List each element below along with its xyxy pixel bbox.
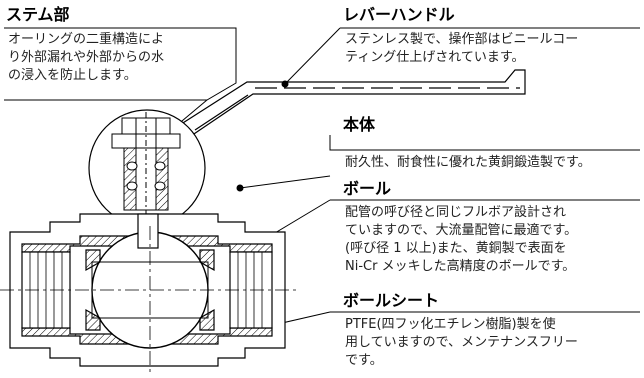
stem-line-3: の浸入を防止します。 <box>8 68 137 83</box>
lever-leader-diag <box>284 27 341 85</box>
lever-handle <box>174 69 526 141</box>
seat-title: ボールシート <box>343 291 440 310</box>
ball-line-2: ていますので、大流量配管に最適です。 <box>345 223 578 238</box>
body-line-1: 耐久性、耐食性に優れた黄銅鍛造製です。 <box>345 155 591 170</box>
lever-description: ステンレス製で、操作部はビニールコー ティング仕上げされています。 <box>345 31 578 67</box>
body-title: 本体 <box>343 115 376 134</box>
ball-line-4: Ni-Cr メッキした高精度のボールです。 <box>345 259 576 274</box>
stem-line-1: オーリングの二重構造によ <box>8 32 165 47</box>
stem-detail-circle <box>88 109 206 227</box>
ball-line-3: (呼び径 1 以上)また、黄銅製で表面を <box>345 241 567 256</box>
stem-line-2: り外部漏れや外部からの水 <box>8 50 165 65</box>
stem-callout-box <box>4 27 237 101</box>
ball-line-1: 配管の呼び径と同じフルボア設計され <box>345 205 567 220</box>
seat-description: PTFE(四フッ化エチレン樹脂)製を使 用していますので、メンテナンスフリー で… <box>345 316 578 370</box>
body-leader <box>329 135 640 151</box>
seat-line-3: です。 <box>345 353 383 368</box>
stem-description: オーリングの二重構造によ り外部漏れや外部からの水 の浸入を防止します。 <box>8 31 164 85</box>
ball-description: 配管の呼び径と同じフルボア設計され ていますので、大流量配管に最適です。 (呼び… <box>345 204 577 276</box>
valve-body <box>0 213 300 375</box>
seat-line-1: PTFE(四フッ化エチレン樹脂)製を使 <box>345 317 556 332</box>
stem-title: ステム部 <box>6 5 70 24</box>
lever-line-2: ティング仕上げされています。 <box>345 50 525 65</box>
lever-title: レバーハンドル <box>343 5 455 24</box>
body-description: 耐久性、耐食性に優れた黄銅鍛造製です。 <box>345 154 591 172</box>
ball-title: ボール <box>343 179 392 198</box>
seat-line-2: 用していますので、メンテナンスフリー <box>345 335 578 350</box>
lever-line-1: ステンレス製で、操作部はビニールコー <box>345 32 579 47</box>
